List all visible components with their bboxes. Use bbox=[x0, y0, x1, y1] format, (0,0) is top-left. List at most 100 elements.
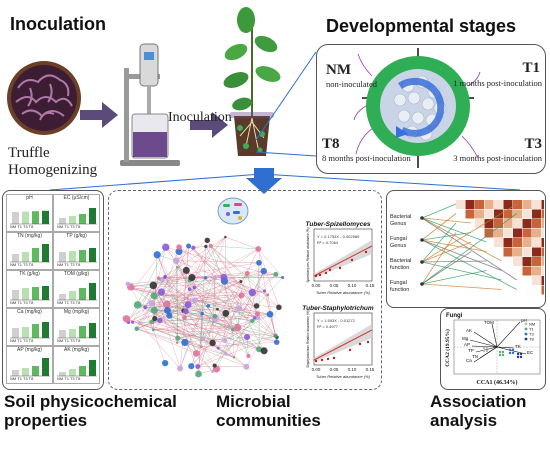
network-edge bbox=[136, 267, 178, 329]
network-edge bbox=[133, 288, 271, 315]
soil-bar bbox=[42, 244, 49, 262]
network-node bbox=[122, 315, 131, 323]
network-edge bbox=[183, 245, 211, 311]
heatmap-cell bbox=[503, 238, 513, 247]
network-node bbox=[149, 281, 158, 290]
cca-point bbox=[498, 350, 502, 354]
cca-vector bbox=[491, 323, 498, 348]
network-node bbox=[255, 246, 262, 252]
cca-legend-label: T8 bbox=[529, 337, 534, 342]
network-node bbox=[248, 288, 257, 297]
network-edge bbox=[225, 236, 259, 250]
network-node bbox=[273, 271, 279, 277]
cca-point bbox=[516, 355, 520, 359]
stage-t1-desc: 1 months post-inoculation bbox=[453, 78, 542, 88]
network-edge bbox=[184, 295, 242, 318]
network-node bbox=[159, 276, 165, 282]
soil-bar bbox=[32, 248, 39, 262]
heatmap-cell bbox=[484, 228, 494, 238]
regression-xtick: 0.10 bbox=[348, 283, 357, 288]
cca-vector bbox=[471, 345, 498, 348]
cca-vector-label: AK bbox=[466, 328, 472, 333]
soil-bar bbox=[32, 324, 39, 338]
cca-point bbox=[511, 348, 515, 352]
network-edge bbox=[165, 276, 253, 322]
arrow-to-homogenizer bbox=[80, 102, 118, 128]
stage-t8: T8 8 months post-inoculation bbox=[322, 136, 411, 163]
network-edge bbox=[145, 307, 260, 350]
heatmap-link bbox=[421, 203, 518, 263]
soil-chart-title: TP (g/kg) bbox=[66, 233, 87, 239]
stage-t1-code: T1 bbox=[522, 60, 540, 76]
stage-nm-code: NM bbox=[326, 62, 351, 78]
stage-t1: T1 bbox=[480, 60, 540, 77]
network-edge bbox=[258, 248, 271, 315]
cca-point bbox=[519, 352, 523, 356]
soil-bar bbox=[22, 252, 29, 262]
network-node bbox=[182, 315, 187, 320]
regression-point bbox=[350, 258, 354, 262]
regression-xtick: 0.05 bbox=[330, 367, 339, 372]
cca-vector-label: EC bbox=[527, 350, 534, 355]
stage-t8-desc: 8 months post-inoculation bbox=[322, 153, 411, 163]
heatmap-link bbox=[421, 232, 457, 285]
heatmap-cell bbox=[541, 238, 544, 247]
network-edge bbox=[184, 317, 277, 343]
cca-vector bbox=[496, 321, 521, 348]
network-node bbox=[181, 338, 189, 347]
regression-r2: R² = 0.4977 bbox=[317, 324, 339, 329]
cca-point bbox=[516, 352, 520, 356]
microbial-heading: Microbial communities bbox=[216, 392, 321, 430]
network-edge bbox=[136, 328, 276, 336]
inoculation-step-label: Inoculation bbox=[168, 110, 232, 125]
heatmap-cell bbox=[513, 257, 522, 266]
network-node bbox=[133, 301, 142, 309]
soil-chart-groups: NM T1 T3 T8 bbox=[57, 224, 81, 229]
seedling-pot-illustration bbox=[223, 7, 281, 156]
soil-bar bbox=[22, 288, 29, 300]
network-node bbox=[177, 365, 184, 372]
network-node bbox=[204, 276, 208, 280]
network-edge bbox=[153, 236, 226, 331]
network-edge bbox=[179, 246, 280, 308]
network-node bbox=[244, 270, 250, 277]
network-edge bbox=[151, 303, 217, 370]
network-node bbox=[151, 321, 155, 325]
network-edge bbox=[193, 247, 215, 279]
network-node bbox=[137, 321, 141, 325]
network-edge bbox=[210, 245, 249, 357]
cca-point bbox=[498, 353, 502, 357]
network-edge bbox=[158, 262, 260, 279]
regression-xlabel: Tuber Relative abundance (%) bbox=[316, 290, 371, 295]
heatmap-cell bbox=[532, 219, 541, 228]
network-edge bbox=[138, 322, 181, 369]
heatmap-cell bbox=[522, 219, 532, 228]
network-edge bbox=[128, 247, 166, 323]
network-node bbox=[254, 311, 260, 317]
network-edge bbox=[258, 248, 283, 278]
soil-chart-groups: NM T1 T3 T8 bbox=[10, 300, 34, 305]
heatmap-cell bbox=[465, 209, 475, 219]
heatmap-link bbox=[421, 203, 457, 219]
soil-chart-title: Ca (mg/kg) bbox=[17, 309, 42, 315]
heatmap-link bbox=[421, 270, 487, 285]
network-node bbox=[266, 310, 274, 318]
soil-bar bbox=[32, 366, 39, 376]
network-edge bbox=[167, 310, 216, 319]
cca-legend-swatch bbox=[524, 332, 528, 336]
heatmap-node bbox=[420, 282, 424, 286]
heatmap-link bbox=[421, 232, 472, 241]
heatmap-cell bbox=[541, 228, 544, 238]
network-node bbox=[182, 308, 189, 315]
regression-point bbox=[320, 358, 324, 362]
network-node bbox=[131, 320, 135, 324]
soil-chart-groups: NM T1 T3 T8 bbox=[10, 262, 34, 267]
soil-bar bbox=[79, 214, 86, 224]
network-node bbox=[211, 370, 215, 373]
soil-bar bbox=[42, 210, 49, 224]
network-edge bbox=[198, 313, 203, 375]
regression-ylabel: Staphylotrichum Relative abundance (%) bbox=[306, 310, 310, 368]
soil-bar bbox=[79, 250, 86, 262]
soil-bar bbox=[59, 252, 66, 262]
